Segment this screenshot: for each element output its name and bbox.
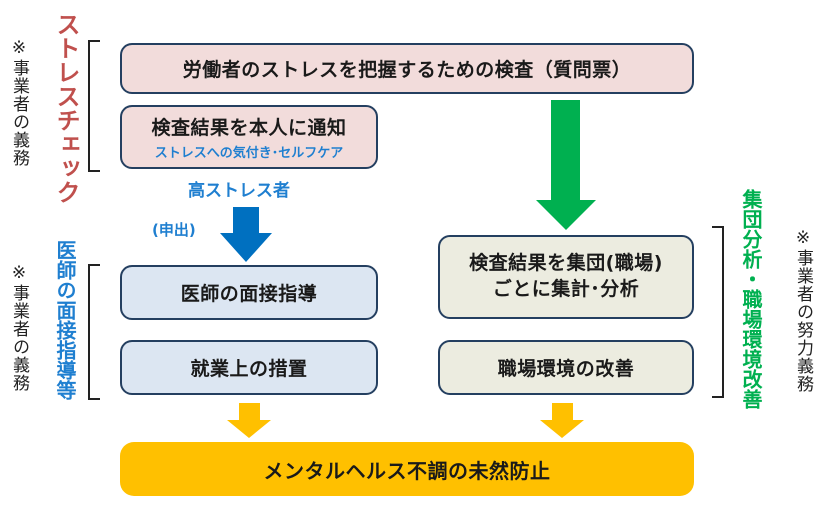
group-analysis-title: 集団分析・職場環境改善 <box>739 189 763 409</box>
group-aggregate-line1: 検査結果を集団(職場) <box>469 252 663 275</box>
group-analysis-effort-note: ※事業者の努力義務 <box>793 228 813 393</box>
environment-improvement-text: 職場環境の改善 <box>497 358 635 380</box>
doctor-guidance-duty-note: ※事業者の義務 <box>9 263 29 392</box>
doctor-guidance-bracket <box>88 264 100 400</box>
work-measures-text: 就業上の措置 <box>190 358 308 380</box>
inspection-text: 労働者のストレスを把握するための検査（質問票） <box>182 59 632 81</box>
request-label: (申出) <box>152 221 196 239</box>
doctor-interview-text: 医師の面接指導 <box>180 283 318 305</box>
notify-text: 検査結果を本人に通知 <box>151 117 347 139</box>
group-aggregate-box: 検査結果を集団(職場) ごとに集計･分析 <box>438 235 694 319</box>
prevention-text: メンタルヘルス不調の未然防止 <box>263 458 551 483</box>
stress-check-title: ストレスチェック <box>52 12 80 204</box>
doctor-guidance-title: 医師の面接指導等 <box>53 240 77 400</box>
inspection-box: 労働者のストレスを把握するための検査（質問票） <box>120 43 694 94</box>
doctor-interview-box: 医師の面接指導 <box>120 265 378 320</box>
group-analysis-bracket <box>712 226 724 398</box>
notify-box: 検査結果を本人に通知 ストレスへの気付き･セルフケア <box>120 105 378 169</box>
self-care-text: ストレスへの気付き･セルフケア <box>154 146 344 161</box>
environment-improvement-box: 職場環境の改善 <box>438 340 694 395</box>
stress-check-bracket <box>88 40 100 172</box>
stress-check-duty-note: ※事業者の義務 <box>9 38 29 167</box>
work-measures-box: 就業上の措置 <box>120 340 378 395</box>
prevention-box: メンタルヘルス不調の未然防止 <box>120 442 694 496</box>
high-stress-label: 高ストレス者 <box>188 181 290 201</box>
group-aggregate-line2: ごとに集計･分析 <box>492 278 640 300</box>
